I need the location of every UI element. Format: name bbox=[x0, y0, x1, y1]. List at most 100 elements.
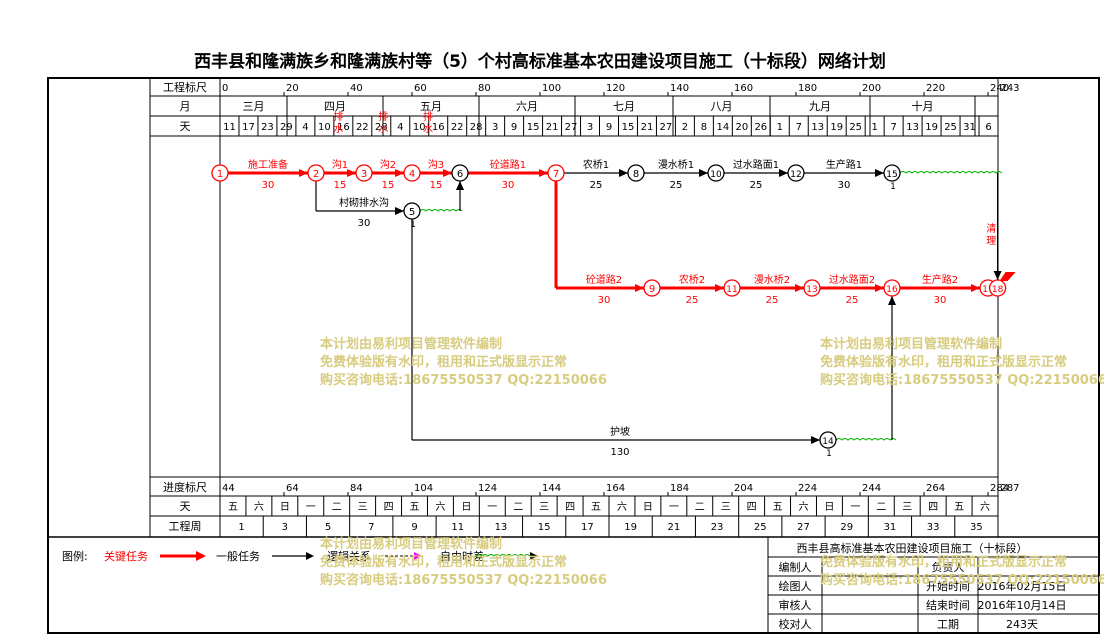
task-duration: 30 bbox=[502, 180, 515, 191]
task-arrowhead bbox=[888, 296, 896, 305]
day-cell: 25 bbox=[849, 122, 862, 133]
progress-label: 进度标尺 bbox=[163, 480, 207, 494]
progress-tick-label: 84 bbox=[350, 483, 363, 494]
week-cell: 35 bbox=[970, 522, 983, 533]
weekday-cell: 日 bbox=[280, 502, 290, 513]
task-name: 生产路1 bbox=[826, 158, 862, 171]
legend-normal-arrowhead bbox=[306, 552, 314, 560]
free-float-wave bbox=[419, 209, 463, 212]
weekday-cell: 二 bbox=[876, 502, 886, 513]
day-cell: 25 bbox=[944, 122, 957, 133]
day-cell: 9 bbox=[511, 122, 517, 133]
day-cell: 1 bbox=[777, 122, 783, 133]
free-float-wave bbox=[835, 438, 897, 441]
vertical-note: 水 bbox=[378, 123, 388, 135]
watermark-line: 免费体验版有水印，租用和正式版显示正常 bbox=[820, 354, 1067, 370]
event-node bbox=[723, 279, 741, 297]
task-name: 农桥1 bbox=[583, 158, 609, 171]
week-cell: 5 bbox=[325, 522, 331, 533]
legend-prefix: 图例: bbox=[62, 549, 88, 563]
day-cell: 7 bbox=[890, 122, 896, 133]
task-name: 漫水桥1 bbox=[658, 159, 694, 171]
scale-tick-label: 80 bbox=[478, 83, 491, 94]
progress-tick-label: 204 bbox=[734, 483, 753, 494]
scale-tick-label: 120 bbox=[606, 83, 625, 94]
week-cell: 19 bbox=[624, 522, 637, 533]
day-cell: 3 bbox=[587, 122, 593, 133]
outer-frame bbox=[47, 77, 1100, 634]
day-cell: 23 bbox=[261, 122, 274, 133]
progress-tick-label: 124 bbox=[478, 483, 497, 494]
task-duration: 30 bbox=[262, 180, 275, 191]
legend-float-wave bbox=[475, 554, 531, 557]
event-node-label: 15 bbox=[886, 170, 897, 180]
month-cell: 九月 bbox=[809, 100, 831, 113]
weekday-cell: 五 bbox=[591, 502, 601, 513]
vertical-note: 排 bbox=[423, 110, 433, 123]
week-cell: 13 bbox=[495, 522, 508, 533]
day-cell: 21 bbox=[546, 122, 559, 133]
day-cell: 16 bbox=[337, 122, 350, 133]
scale-tick-label: 20 bbox=[286, 83, 299, 94]
watermark-line: 免费体验版有水印，租用和正式版显示正常 bbox=[820, 554, 1067, 570]
task-duration: 30 bbox=[358, 218, 371, 229]
event-node bbox=[988, 279, 1007, 297]
task-duration: 25 bbox=[846, 295, 859, 306]
scale-tick-label: 200 bbox=[862, 83, 881, 94]
free-float-mark: 1 bbox=[890, 182, 896, 192]
week-cell: 11 bbox=[451, 522, 464, 533]
weekday-cell: 二 bbox=[695, 502, 705, 513]
event-node-label: 9 bbox=[649, 284, 655, 295]
task-arrowhead bbox=[635, 284, 644, 292]
progress-tick-label: 284 bbox=[990, 483, 1009, 494]
scale-tick-label: 0 bbox=[222, 83, 228, 94]
progress-tick-label: 224 bbox=[798, 483, 817, 494]
vertical-note: 排 bbox=[333, 110, 343, 123]
day-cell: 19 bbox=[830, 122, 843, 133]
weekday-cell: 四 bbox=[565, 502, 575, 513]
task-duration: 25 bbox=[686, 295, 699, 306]
weekday-cell: 三 bbox=[902, 502, 912, 513]
task-arrowhead bbox=[875, 169, 884, 177]
scale-tick-label: 240 bbox=[990, 83, 1009, 94]
event-node bbox=[707, 164, 725, 182]
day-cell: 7 bbox=[796, 122, 802, 133]
task-name: 施工准备 bbox=[248, 158, 288, 171]
legend-logic-label: 逻辑关系 bbox=[327, 549, 371, 563]
weekday-cells: 五六日一二三四五六日一二三四五六日一二三四五六日一二三四五六 bbox=[219, 496, 990, 516]
week-cell: 9 bbox=[411, 522, 417, 533]
watermark-line: 购买咨询电话:18675550537 QQ:22150066 bbox=[320, 372, 607, 388]
task-arrowhead bbox=[779, 169, 788, 177]
task-arrowhead bbox=[875, 284, 884, 292]
task-duration: 25 bbox=[750, 180, 763, 191]
event-node bbox=[355, 164, 373, 182]
progress-tick-label: 44 bbox=[222, 483, 235, 494]
scale-tick-label: 180 bbox=[798, 83, 817, 94]
finish-flag-icon bbox=[999, 272, 1016, 281]
event-node-label: 11 bbox=[726, 285, 737, 295]
weekday-cell: 日 bbox=[461, 502, 471, 513]
day-cell: 8 bbox=[701, 122, 707, 133]
event-node bbox=[883, 279, 901, 297]
event-node bbox=[819, 431, 837, 449]
day-label: 天 bbox=[180, 120, 191, 133]
month-cells: 三月四月五月六月七月八月九月十月 bbox=[243, 96, 976, 136]
task-name: 过水路面2 bbox=[829, 273, 875, 286]
task-name: 沟1 bbox=[332, 158, 348, 171]
week-cell: 21 bbox=[667, 522, 680, 533]
weekday-cell: 六 bbox=[980, 501, 990, 513]
weekday-cell: 四 bbox=[928, 502, 938, 513]
info-block: 西丰县高标准基本农田建设项目施工（十标段） 编制人 负责人 绘图人 开始时间 2… bbox=[767, 537, 1099, 633]
event-node-label: 8 bbox=[633, 169, 639, 180]
watermark-line: 免费体验版有水印，租用和正式版显示正常 bbox=[320, 554, 567, 570]
info-key: 工期 bbox=[937, 618, 959, 631]
info-project: 西丰县高标准基本农田建设项目施工（十标段） bbox=[797, 541, 1028, 555]
scale-tick-label: 160 bbox=[734, 83, 753, 94]
task-name: 村砌排水沟 bbox=[339, 196, 389, 209]
event-node-label: 10 bbox=[710, 170, 722, 180]
week-cell: 7 bbox=[368, 522, 374, 533]
legend-critical-label: 关键任务 bbox=[104, 549, 148, 563]
vertical-note: 排 bbox=[378, 110, 388, 123]
day-cell: 1 bbox=[871, 122, 877, 133]
